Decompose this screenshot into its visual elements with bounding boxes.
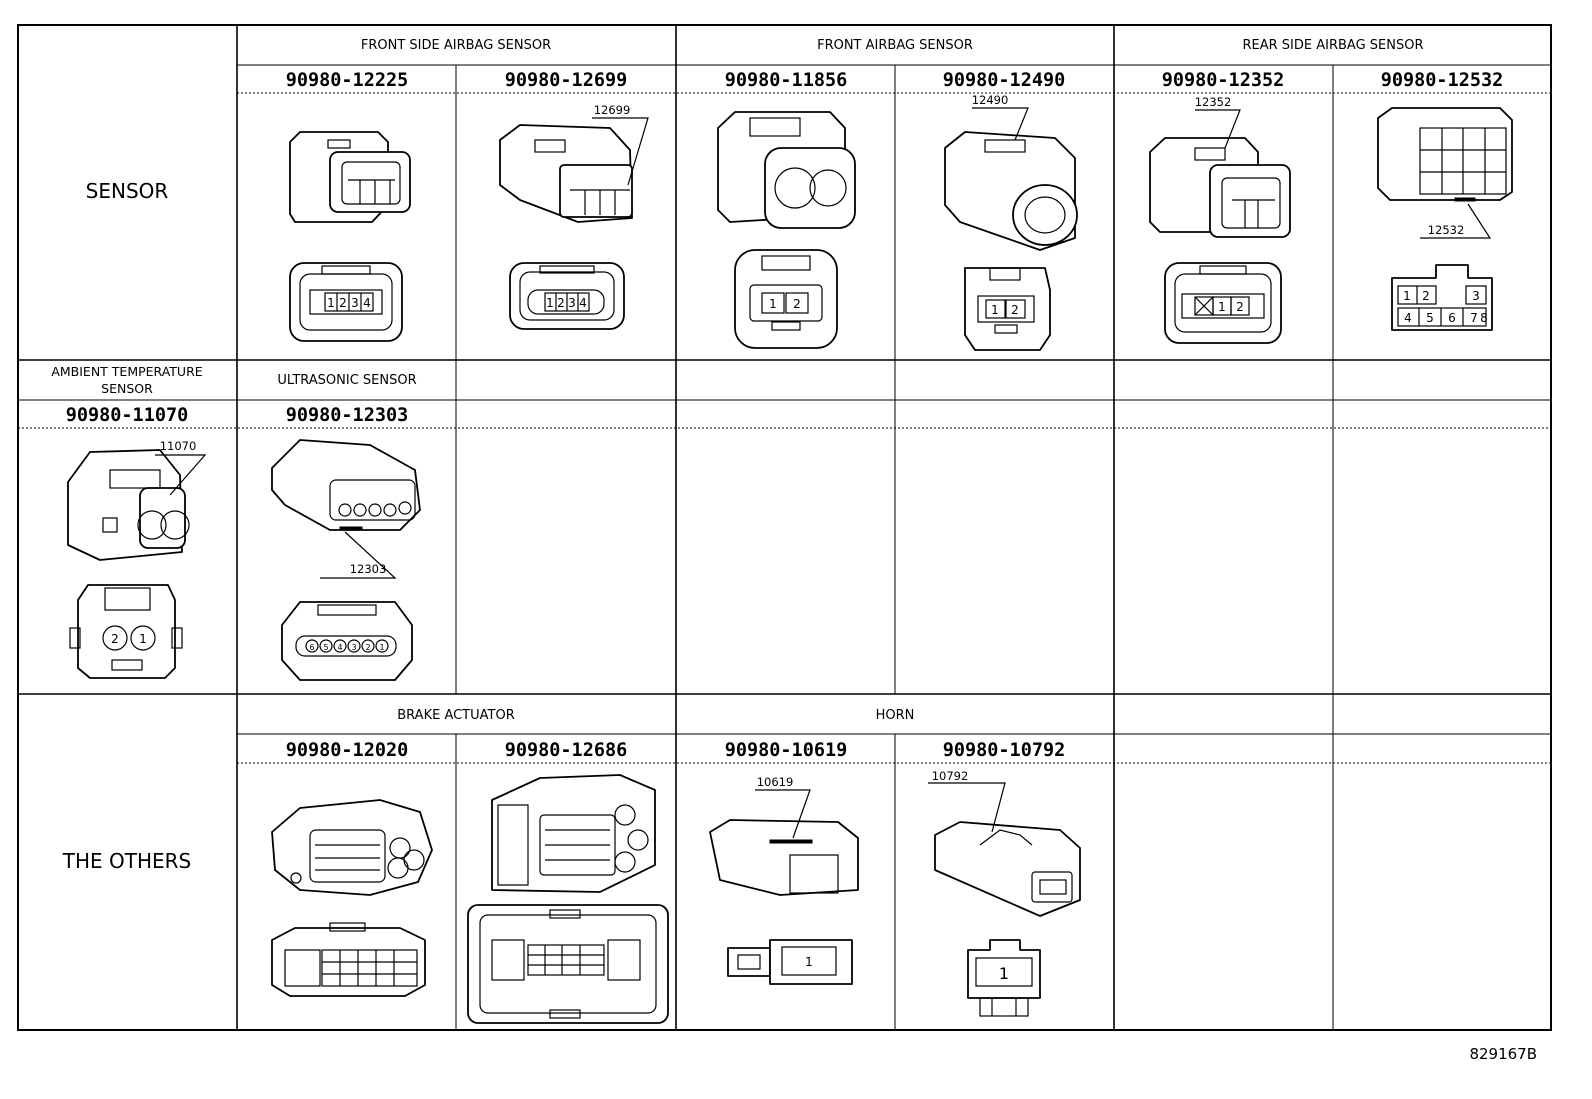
callout-label: 10619 xyxy=(757,775,794,789)
part-number-11856: 90980-11856 xyxy=(725,70,848,91)
part-number-10792: 90980-10792 xyxy=(943,740,1066,761)
part-number-12686: 90980-12686 xyxy=(505,740,628,761)
pin-label: 1 xyxy=(999,964,1009,983)
category-front-airbag: FRONT AIRBAG SENSOR xyxy=(817,38,973,53)
pin-label: 2 xyxy=(793,297,801,311)
part-number-12490: 90980-12490 xyxy=(943,70,1066,91)
pin-label: 1 xyxy=(991,303,999,317)
terminal-face-icon: 1 2 3 4 xyxy=(509,262,625,330)
pin-label: 2 xyxy=(1011,303,1019,317)
pin-label: 1 xyxy=(1403,289,1411,303)
connector-icon xyxy=(717,111,856,229)
callout-label: 12532 xyxy=(1428,223,1465,237)
pin-label: 6 xyxy=(1448,311,1456,325)
part-number-12352: 90980-12352 xyxy=(1162,70,1285,91)
callout-label: 11070 xyxy=(160,439,197,453)
connector-icon: 10619 xyxy=(709,775,859,896)
pin-label: 3 xyxy=(351,643,356,652)
pin-label: 2 xyxy=(557,296,565,310)
category-ambient-temperature-line1: AMBIENT TEMPERATURE xyxy=(51,364,202,379)
terminal-face-icon xyxy=(271,922,426,997)
connector-icon: 12352 xyxy=(1149,95,1291,238)
category-ultrasonic: ULTRASONIC SENSOR xyxy=(277,373,416,388)
pin-label: 8 xyxy=(1480,311,1488,325)
part-number-12699: 90980-12699 xyxy=(505,70,628,91)
row-label-others: THE OTHERS xyxy=(62,849,191,873)
pin-label: 2 xyxy=(111,632,119,646)
part-number-12225: 90980-12225 xyxy=(286,70,409,91)
pin-label: 1 xyxy=(805,955,813,969)
connector-icon: 12303 xyxy=(271,439,421,579)
pin-label: 5 xyxy=(323,643,328,652)
part-number-12532: 90980-12532 xyxy=(1381,70,1504,91)
part-number-11070: 90980-11070 xyxy=(66,405,189,426)
pin-label: 4 xyxy=(363,296,371,310)
terminal-face-icon: 1 2 3 4 xyxy=(289,262,403,342)
callout-label: 12490 xyxy=(972,93,1009,107)
terminal-face-icon: 6 5 4 3 2 1 xyxy=(281,601,413,681)
pin-label: 3 xyxy=(1472,289,1480,303)
connector-icon xyxy=(271,799,433,896)
category-ambient-temperature-line2: SENSOR xyxy=(101,381,153,396)
connector-icon: 11070 xyxy=(67,439,207,561)
pin-label: 2 xyxy=(365,643,370,652)
pin-label: 4 xyxy=(579,296,587,310)
terminal-face-icon: 1 2 xyxy=(964,267,1051,351)
connector-icon xyxy=(289,131,411,223)
connector-icon xyxy=(491,774,656,893)
category-front-side-airbag: FRONT SIDE AIRBAG SENSOR xyxy=(361,38,551,53)
pin-label: 1 xyxy=(327,296,335,310)
pin-label: 1 xyxy=(379,643,384,652)
connector-icon: 12532 xyxy=(1377,107,1513,239)
category-horn: HORN xyxy=(876,708,915,723)
row-label-sensor: SENSOR xyxy=(86,179,169,203)
part-number-12020: 90980-12020 xyxy=(286,740,409,761)
pin-label: 3 xyxy=(351,296,359,310)
terminal-face-icon: 1 2 xyxy=(734,249,838,349)
terminal-face-icon: 1 xyxy=(967,939,1041,1017)
callout-label: 12303 xyxy=(350,562,387,576)
table-grid xyxy=(17,24,1552,1031)
pin-label: 1 xyxy=(546,296,554,310)
callout-label: 10792 xyxy=(932,769,969,783)
terminal-face-icon: 1 2 xyxy=(1164,262,1282,344)
terminal-face-icon: 1 2 3 4 5 6 7 8 xyxy=(1391,264,1493,331)
pin-label: 2 xyxy=(1422,289,1430,303)
part-number-10619: 90980-10619 xyxy=(725,740,848,761)
callout-label: 12699 xyxy=(594,103,631,117)
pin-label: 6 xyxy=(309,643,314,652)
pin-label: 4 xyxy=(1404,311,1412,325)
pin-label: 1 xyxy=(1218,300,1226,314)
pin-label: 5 xyxy=(1426,311,1434,325)
terminal-face-icon xyxy=(467,904,669,1024)
pin-label: 1 xyxy=(769,297,777,311)
connector-icon: 12699 xyxy=(499,103,649,223)
part-number-12303: 90980-12303 xyxy=(286,405,409,426)
category-brake-actuator: BRAKE ACTUATOR xyxy=(397,708,514,723)
connector-icon: 10792 xyxy=(928,769,1081,917)
pin-label: 4 xyxy=(337,643,342,652)
connector-icon: 12490 xyxy=(944,93,1078,251)
pin-label: 7 xyxy=(1470,311,1478,325)
callout-label: 12352 xyxy=(1195,95,1232,109)
category-rear-side-airbag: REAR SIDE AIRBAG SENSOR xyxy=(1242,38,1423,53)
figure-id: 829167B xyxy=(1469,1045,1537,1063)
pin-label: 1 xyxy=(139,632,147,646)
pin-label: 2 xyxy=(1236,300,1244,314)
terminal-face-icon: 2 1 xyxy=(69,584,183,679)
pin-label: 3 xyxy=(568,296,576,310)
terminal-face-icon: 1 xyxy=(727,939,853,985)
pin-label: 2 xyxy=(339,296,347,310)
